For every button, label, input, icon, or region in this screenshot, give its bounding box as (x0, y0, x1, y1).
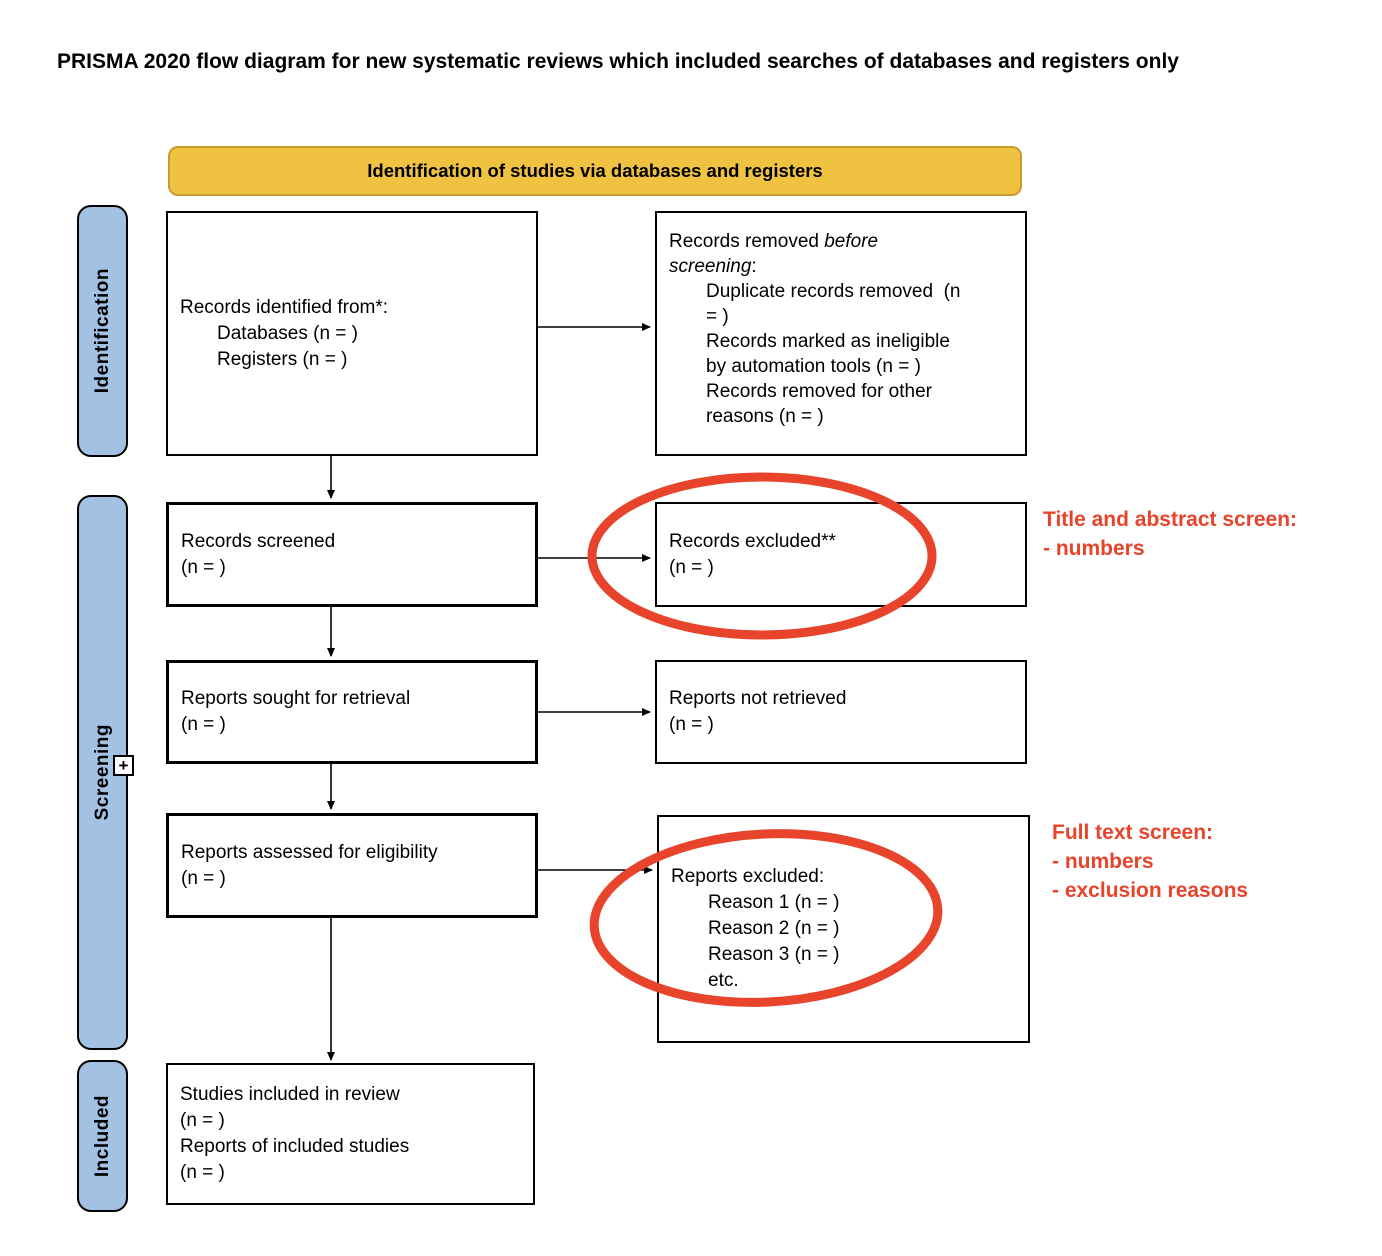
box-reports-assessed: Reports assessed for eligibility (n = ) (166, 813, 538, 918)
sidebar-included-label: Included (91, 1094, 113, 1178)
box-line: Reason 2 (n = ) (708, 918, 840, 939)
identification-sources-header: Identification of studies via databases … (168, 146, 1022, 196)
sidebar-included: Included (77, 1060, 128, 1212)
box-reports-sought: Reports sought for retrieval (n = ) (166, 660, 538, 764)
box-line: Reports sought for retrieval (181, 688, 411, 709)
box-line: = ) (706, 306, 729, 327)
box-records-excluded: Records excluded** (n = ) (655, 502, 1027, 607)
annotation-line: - numbers (1043, 537, 1145, 560)
plus-icon: + (118, 756, 129, 775)
annotation-line: - exclusion reasons (1052, 879, 1249, 902)
box-line: Reason 3 (n = ) (708, 944, 840, 965)
box-reports-excluded: Reports excluded: Reason 1 (n = ) Reason… (657, 815, 1030, 1043)
box-line: (n = ) (181, 867, 226, 889)
sidebar-identification: Identification (77, 205, 128, 457)
box-records-removed: Records removed before screening: Duplic… (655, 211, 1027, 456)
box-line: (n = ) (669, 556, 714, 578)
box-line: Reports of included studies (180, 1136, 410, 1157)
box-line: Reason 1 (n = ) (708, 892, 840, 913)
annotation-line: Full text screen: (1052, 821, 1214, 844)
box-line: Records marked as ineligible (706, 331, 950, 352)
sidebar-identification-label: Identification (91, 268, 113, 394)
box-line: Records removed before (669, 231, 879, 252)
annotation-full-text-screen: Full text screen: - numbers - exclusion … (1052, 818, 1248, 905)
box-line: Reports excluded: (671, 866, 825, 887)
box-line: Duplicate records removed (n (706, 281, 961, 302)
box-reports-not-retrieved: Reports not retrieved (n = ) (655, 660, 1027, 764)
box-line: (n = ) (669, 714, 714, 735)
box-line: Records screened (181, 530, 336, 552)
box-line: (n = ) (181, 556, 226, 578)
box-line: Records excluded** (669, 530, 836, 552)
annotation-title-abstract-screen: Title and abstract screen: - numbers (1043, 505, 1297, 563)
box-line: (n = ) (180, 1162, 225, 1183)
box-line: (n = ) (181, 714, 226, 735)
box-line: Studies included in review (180, 1084, 400, 1105)
sidebar-screening-label: Screening (91, 724, 113, 821)
box-line: reasons (n = ) (706, 406, 824, 427)
annotation-line: - numbers (1052, 850, 1154, 873)
box-line: Reports not retrieved (669, 688, 847, 709)
box-line: (n = ) (180, 1110, 225, 1131)
box-line: by automation tools (n = ) (706, 356, 921, 377)
page-title: PRISMA 2020 flow diagram for new systema… (57, 50, 1179, 73)
box-line: Databases (n = ) (217, 322, 358, 344)
box-line: screening: (669, 256, 757, 277)
box-records-identified: Records identified from*: Databases (n =… (166, 211, 538, 456)
box-studies-included: Studies included in review (n = ) Report… (166, 1063, 535, 1205)
box-records-screened: Records screened (n = ) (166, 502, 538, 607)
annotation-line: Title and abstract screen: (1043, 508, 1298, 531)
box-line: Registers (n = ) (217, 348, 348, 370)
box-line: Reports assessed for eligibility (181, 841, 438, 863)
box-line: Records removed for other (706, 381, 932, 402)
identification-sources-header-label: Identification of studies via databases … (367, 160, 823, 181)
plus-handle[interactable]: + (113, 755, 134, 776)
box-line: etc. (708, 970, 739, 991)
box-line: Records identified from*: (180, 296, 389, 318)
